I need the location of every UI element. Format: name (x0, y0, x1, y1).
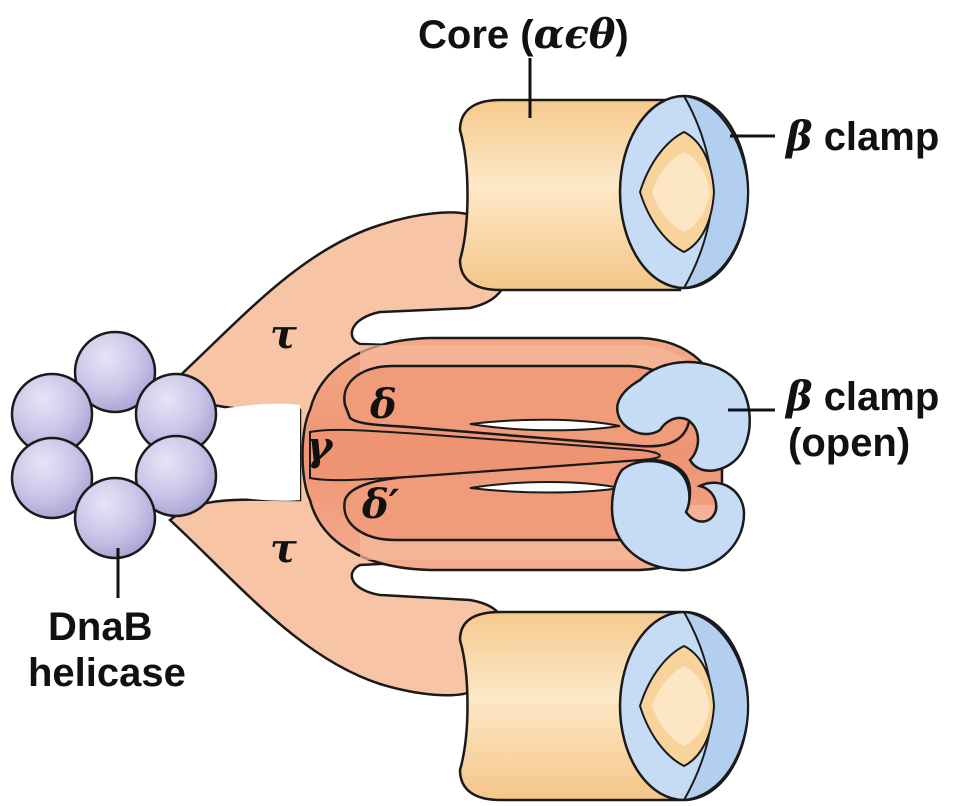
gamma-label: γ (306, 423, 334, 470)
dnab-label-line2: helicase (28, 651, 186, 695)
beta-clamp-upper (620, 96, 748, 288)
beta-clamp-open-label: β clamp (784, 373, 939, 420)
fork-gap (208, 404, 301, 501)
core-label: Core (αϵθ) (418, 11, 629, 58)
delta-label: δ (369, 381, 397, 428)
delta-prime-label: δ′ (361, 481, 400, 528)
tau-upper-label: τ (270, 311, 297, 358)
dnab-label-line1: DnaB (48, 605, 152, 649)
beta-clamp-lower (620, 612, 748, 800)
beta-clamp-label: β clamp (784, 113, 939, 160)
open-note-label: (open) (788, 421, 910, 465)
tau-lower-label: τ (270, 525, 297, 572)
